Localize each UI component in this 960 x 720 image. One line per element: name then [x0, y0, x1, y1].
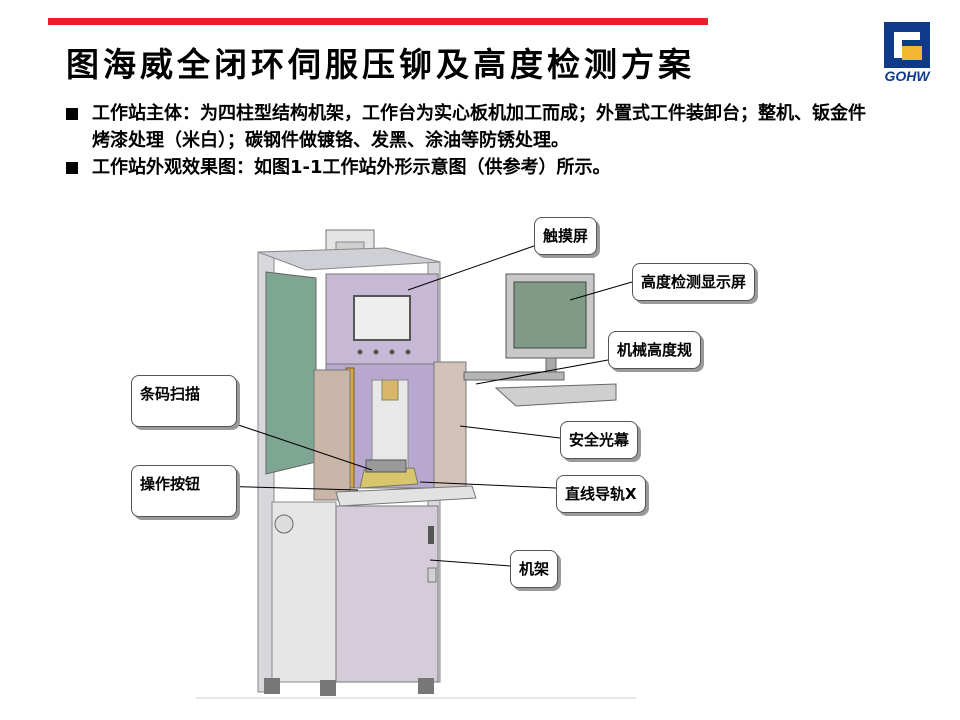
bullet-text: 工作站外观效果图：如图1-1工作站外形示意图（供参考）所示。	[92, 157, 611, 178]
callout-touch-screen: 触摸屏	[534, 217, 598, 255]
callout-frame: 机架	[510, 550, 559, 588]
bullet-item: 工作站主体：为四柱型结构机架，工作台为实心板机加工而成；外置式工件装卸台；整机、…	[66, 100, 866, 154]
callout-operate-button: 操作按钮	[131, 465, 237, 517]
logo-text: GOHW	[884, 68, 930, 84]
callout-height-gauge: 机械高度规	[608, 331, 702, 369]
callout-light-curtain: 安全光幕	[560, 421, 639, 459]
bullet-item: 工作站外观效果图：如图1-1工作站外形示意图（供参考）所示。	[66, 154, 866, 181]
bullet-marker	[66, 162, 78, 174]
bullet-list: 工作站主体：为四柱型结构机架，工作台为实心板机加工而成；外置式工件装卸台；整机、…	[66, 100, 866, 181]
page-title: 图海威全闭环伺服压铆及高度检测方案	[66, 45, 695, 84]
callout-height-display: 高度检测显示屏	[632, 263, 756, 301]
bullet-text: 工作站主体：为四柱型结构机架，工作台为实心板机加工而成；外置式工件装卸台；整机、…	[92, 103, 866, 151]
gohw-logo	[884, 22, 930, 68]
bullet-marker	[66, 108, 78, 120]
title-accent-bar	[48, 18, 708, 25]
callout-barcode-scan: 条码扫描	[131, 375, 237, 427]
callout-linear-guide: 直线导轨X	[556, 475, 646, 513]
